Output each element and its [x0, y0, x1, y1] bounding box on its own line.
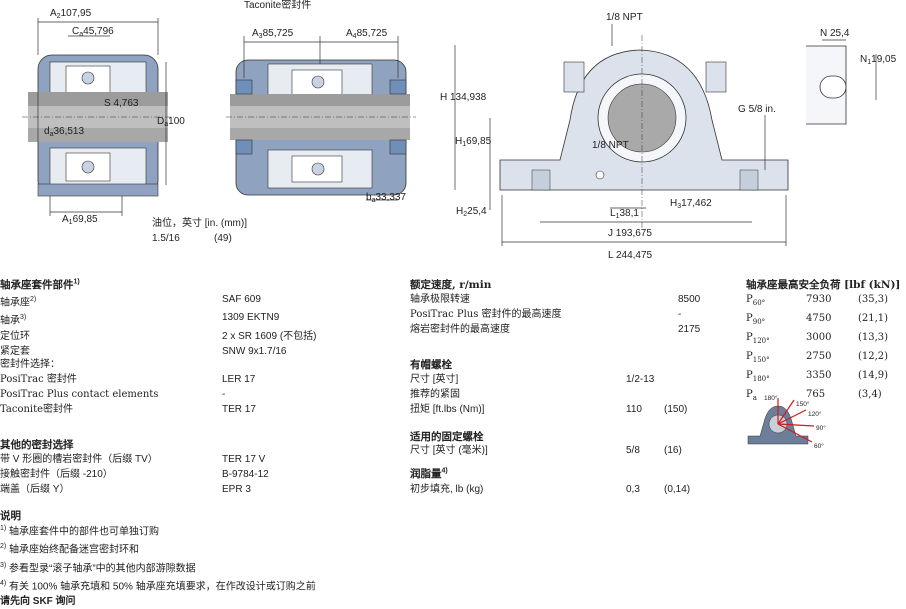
other-row-0: 带 V 形圈的槽岩密封件（后缀 TV）TER 17 V — [0, 454, 266, 465]
slot-detail-view — [806, 39, 877, 125]
seal-row-1: PosiTrac Plus contact elements- — [0, 389, 226, 400]
dim-L1: L138,1 — [610, 208, 639, 220]
angle-120-label: 120° — [808, 410, 822, 418]
dim-H1: H169,85 — [455, 136, 492, 148]
dim-N1: N119,05 — [860, 54, 897, 66]
note-item: 4) 有关 100% 轴承充填和 50% 轴承座充填要求，在作改设计或订购之前 — [0, 579, 316, 593]
dim-H3: H317,462 — [670, 198, 712, 210]
middle-section-view — [226, 36, 416, 201]
left-section-view — [22, 18, 175, 216]
dim-H2: H225,4 — [456, 206, 487, 218]
dim-A2: A2107,95 — [50, 8, 92, 20]
cap-bolts-title: 有帽螺栓 — [410, 359, 452, 371]
oil-level-value: 1.5/16 — [152, 233, 180, 244]
load-direction-diagram: 180° 150° 120° 90° 60° — [747, 394, 826, 450]
technical-drawing: A2107,95 Ca45,796 S 4,763 da36,513 Da100… — [22, 0, 897, 261]
npt-mid-label: 1/8 NPT — [592, 140, 629, 151]
dim-ba: ba33,337 — [366, 192, 406, 204]
part-row-1: 轴承3)1309 EKTN9 — [0, 312, 280, 327]
other-row-2: 端盖（后缀 Y）EPR 3 — [0, 484, 251, 495]
dim-G: G 5/8 in. — [738, 104, 776, 115]
dim-A4: A485,725 — [346, 28, 388, 40]
speed-row-1: PosiTrac Plus 密封件的最高速度- — [410, 309, 682, 320]
dim-H: H 134,938 — [440, 92, 487, 103]
part-row-0: 轴承座2)SAF 609 — [0, 294, 261, 309]
grease-table: 初步填充, lb (kg)0,3(0,14) — [410, 482, 691, 497]
notes-list: 1) 轴承座套件中的部件也可单独订购 2) 轴承座始终配备迷宫密封环和 3) 参… — [0, 521, 316, 609]
fix-bolts-title: 适用的固定螺栓 — [410, 431, 484, 443]
grease-title: 润脂量4) — [410, 467, 448, 481]
cap-bolt-row-0: 尺寸 [英寸]1/2-13 — [410, 374, 655, 385]
note-item: 1) 轴承座套件中的部件也可单独订购 — [0, 525, 160, 538]
parts-title: 轴承座套件部件1) — [0, 278, 80, 292]
note-item: 2) 轴承座始终配备迷宫密封环和 — [0, 543, 140, 556]
loads-title: 轴承座最高安全负荷 [lbf (kN)] — [746, 279, 901, 291]
dim-Da: Da100 — [157, 116, 185, 128]
grease-row-0: 初步填充, lb (kg)0,3(0,14) — [410, 484, 691, 495]
note-footer: 请先向 SKF 询问 — [0, 596, 76, 608]
fix-bolt-row-0: 尺寸 [英寸 (毫米)]5/8(16) — [410, 445, 682, 456]
dim-L: L 244,475 — [608, 250, 653, 261]
load-row-150: P150° 2750 (12,2) — [746, 351, 889, 364]
dim-A3: A385,725 — [252, 28, 294, 40]
oil-level-label: 油位，英寸 [in. (mm)] — [152, 218, 247, 229]
other-row-1: 接触密封件（后缀 -210）B-9784-12 — [0, 469, 269, 480]
other-seals-table: 带 V 形圈的槽岩密封件（后缀 TV）TER 17 V 接触密封件（后缀 -21… — [0, 452, 269, 497]
dim-Ca: Ca45,796 — [72, 26, 114, 38]
load-row-60: P60° 7930 (35,3) — [746, 294, 889, 307]
oil-level-mm: (49) — [214, 233, 232, 244]
cap-bolt-row-1: 推荐的紧固 — [410, 389, 460, 400]
dim-S: S 4,763 — [104, 98, 139, 109]
fix-bolts-table: 尺寸 [英寸 (毫米)]5/8(16) — [410, 443, 682, 458]
other-seals-title: 其他的密封选择 — [0, 439, 74, 451]
taconite-title: Taconite密封件 — [244, 0, 311, 11]
seal-select-title: 密封件选择： — [0, 359, 60, 370]
angle-180-label: 180° — [764, 394, 778, 402]
speed-title: 额定速度, r/min — [410, 279, 492, 291]
dim-da: da36,513 — [44, 126, 84, 138]
angle-150-label: 150° — [796, 400, 810, 408]
npt-top-label: 1/8 NPT — [606, 12, 643, 23]
dim-A1: A169,85 — [62, 214, 98, 226]
cap-bolts-table: 尺寸 [英寸]1/2-13 推荐的紧固 扭矩 [ft.lbs (Nm)]110(… — [410, 372, 688, 417]
load-row-90: P90° 4750 (21,1) — [746, 313, 889, 326]
load-row-120: P120° 3000 (13,3) — [746, 332, 889, 345]
load-row-180: P180° 3350 (14,9) — [746, 370, 889, 383]
dim-N: N 25,4 — [820, 28, 850, 39]
angle-60-label: 60° — [814, 442, 824, 450]
dim-J: J 193,675 — [608, 228, 652, 239]
loads-table: P60° 7930 (35,3) P90° 4750 (21,1) P120° … — [746, 292, 904, 406]
angle-90-label: 90° — [816, 424, 826, 432]
cap-bolt-row-2: 扭矩 [ft.lbs (Nm)]110(150) — [410, 404, 688, 415]
load-row-a: Pa 765 (3,4) — [746, 389, 882, 402]
note-item: 3) 参看型录“滚子轴承”中的其他内部游隙数据 — [0, 561, 196, 574]
right-front-view — [454, 24, 789, 246]
notes-title: 说明 — [0, 510, 21, 522]
